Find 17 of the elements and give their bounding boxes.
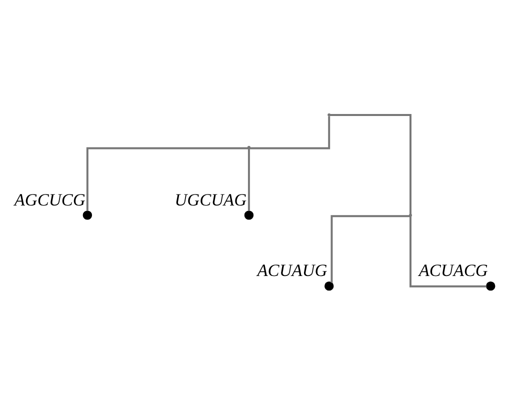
node-circle: [324, 280, 334, 290]
connector: [330, 113, 411, 214]
connector: [409, 216, 486, 287]
node-circle: [82, 210, 92, 220]
node-label: AGCUCG: [14, 190, 85, 209]
node-label: UGCUAG: [174, 190, 246, 209]
node-circle: [244, 210, 254, 220]
node-circle: [486, 280, 495, 290]
node-label: ACUAUG: [256, 260, 327, 280]
node-junction: [408, 213, 412, 216]
node-junction: [327, 112, 330, 116]
connector: [330, 214, 410, 282]
connector: [247, 148, 250, 211]
connector: [86, 146, 248, 210]
node-junction: [246, 145, 250, 148]
node-label: ACUACG: [418, 260, 488, 280]
connector: [248, 116, 330, 149]
